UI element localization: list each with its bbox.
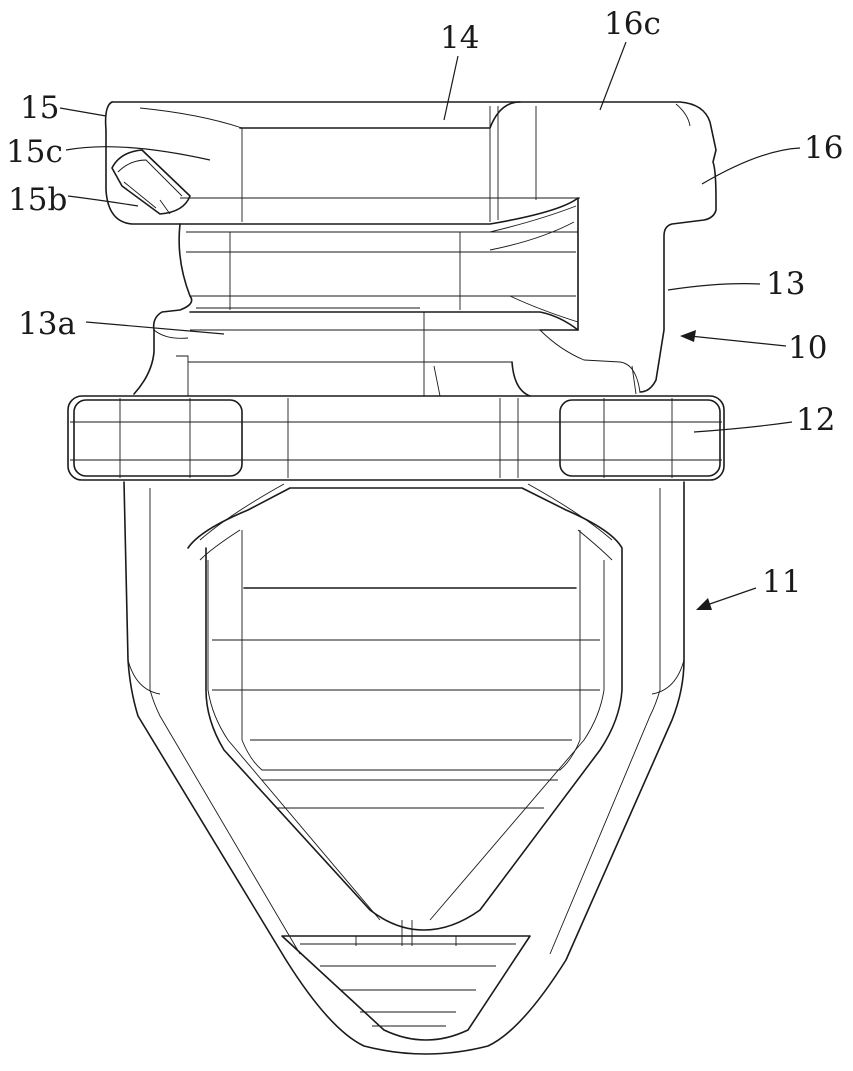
label-13: 13 (766, 266, 805, 302)
label-10: 10 (788, 330, 827, 366)
label-15: 15 (20, 90, 59, 126)
label-15b: 15b (8, 182, 67, 218)
label-13a: 13a (18, 306, 76, 342)
label-12: 12 (796, 402, 835, 438)
head-part (104, 101, 717, 393)
label-14: 14 (440, 20, 479, 56)
reference-labels: 14 16c 15 15c 15b 16 13 13a 10 12 11 (6, 6, 843, 600)
label-11: 11 (762, 564, 801, 600)
label-16c: 16c (604, 6, 661, 42)
leader-lines (59, 41, 801, 610)
label-15c: 15c (6, 134, 63, 170)
flange-part (67, 395, 725, 481)
label-16: 16 (804, 130, 843, 166)
body-part (123, 481, 685, 1055)
neck-part (133, 197, 641, 397)
